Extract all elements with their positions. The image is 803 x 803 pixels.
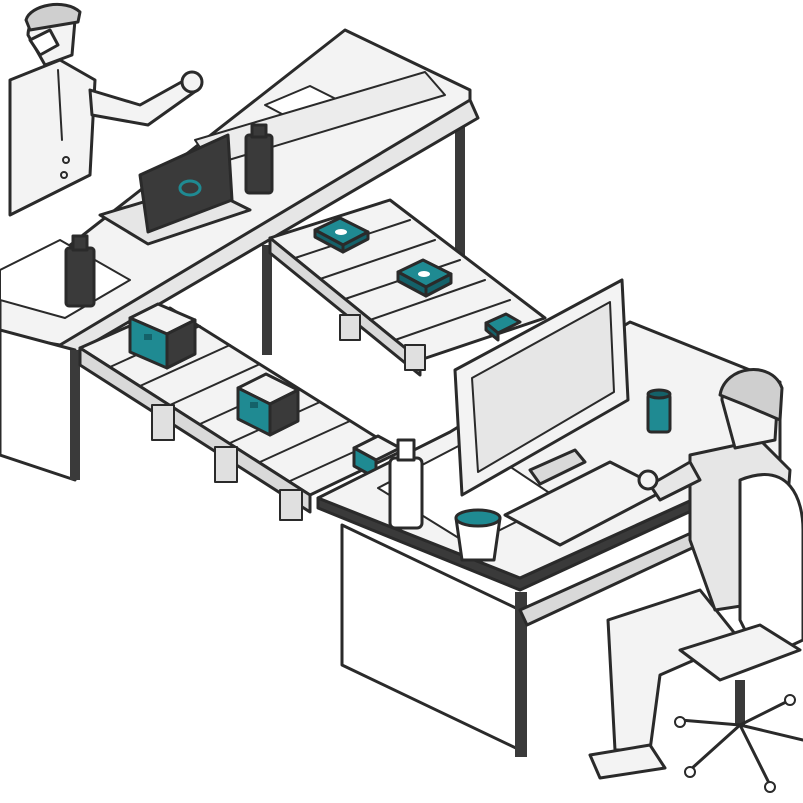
belt-support [214,446,238,483]
worker-hair [24,3,82,32]
cash-bundle [313,216,370,254]
chair-wheel [684,766,696,778]
chair-base [678,698,803,787]
worker-hair [718,368,784,422]
monitor-stand [528,448,587,486]
rear-table-leg [262,245,272,355]
bottle-left [64,234,96,308]
chair-stem [735,680,745,725]
worker-tie [57,69,63,141]
left-counter [0,328,80,482]
belt-support [151,404,175,441]
rear-table-leg [455,118,465,258]
office-chair [674,473,803,793]
conveyor-belt-upper [268,198,547,377]
teal-mug [646,388,672,434]
bottle-rear [244,123,274,195]
cash-bundle [484,312,522,342]
worker-hand [637,469,659,491]
laptop [98,133,252,246]
belt-support [279,489,303,521]
conveyor-belt-lower [78,302,402,521]
chair-wheel [764,781,776,793]
laptop-logo-icon [178,179,202,197]
laptop-screen [138,133,234,234]
shipping-box [236,372,300,437]
belt-support [339,314,361,341]
worker-phone-hand [28,28,60,57]
belt-support [404,344,426,371]
desk-leg [515,592,527,757]
worker-shoe [588,743,667,780]
monitor-screen [471,301,615,473]
chair-seat [678,623,802,682]
chair-wheel [674,716,686,728]
desktop-monitor [453,278,630,497]
chair-back [738,473,803,662]
worker-button [60,171,68,179]
rear-table [0,28,480,364]
coffee-cup [454,508,502,562]
worker-button [62,156,70,164]
shipping-box [128,302,197,370]
worker-hand [180,70,204,94]
worker-standing [8,3,204,217]
left-counter-front [0,328,77,482]
cash-bundle [396,258,453,298]
worker-body [8,58,97,217]
chair-wheel [784,694,796,706]
left-counter-leg [70,350,80,480]
bottle-desk [388,438,424,530]
